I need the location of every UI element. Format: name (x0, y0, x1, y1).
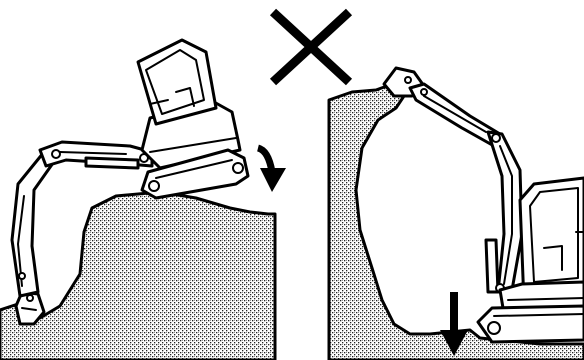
left-boom (40, 142, 152, 168)
cross-mark (273, 12, 349, 82)
down-arrow (258, 148, 286, 192)
right-boom (486, 132, 522, 292)
right-panel (329, 68, 584, 360)
right-arm (410, 84, 500, 146)
left-panel (0, 40, 286, 360)
left-arm (12, 152, 58, 296)
right-tracks (478, 306, 584, 342)
left-ground (0, 192, 275, 360)
left-cab (138, 40, 216, 124)
